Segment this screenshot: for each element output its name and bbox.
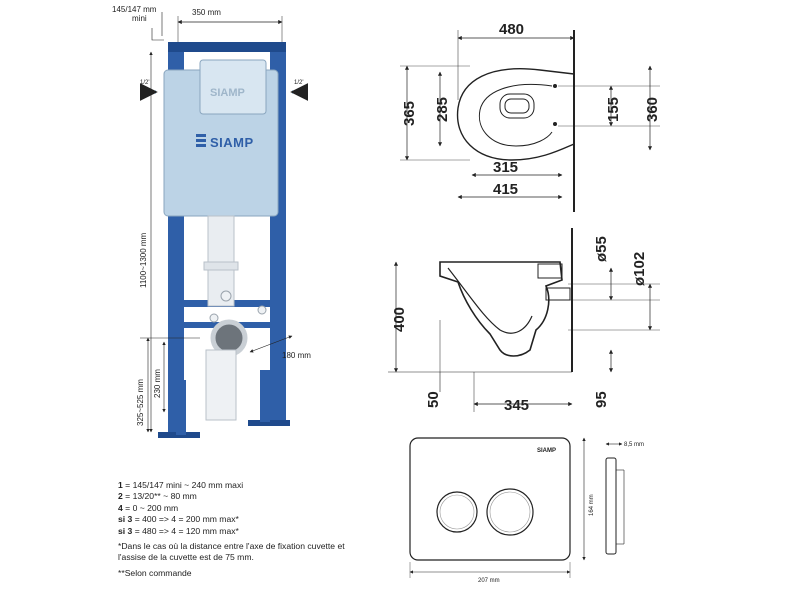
plate-height-label: 164 mm [589,494,595,516]
inlet-right-arrow: 1/2' [290,80,309,101]
dim-width-label: 350 mm [192,8,221,17]
bowl-outline-top [456,68,575,161]
drain-outlet [210,319,248,357]
plate-brand-label: SIAMP [537,448,556,454]
legend-line-4: si 3 = 400 => 4 = 200 mm max* [118,514,239,525]
dim-315: 315 [493,159,518,176]
dim-height-label: 1100~1300 mm [139,232,148,288]
dim-230-label: 230 mm [153,369,162,398]
dim-415: 415 [493,181,518,198]
dim-mini-word: mini [132,14,147,23]
frame-brand-label: SIAMP [210,135,254,150]
bowl-side-view: 400 ø55 ø102 50 345 95 [388,228,660,414]
dim-mini-label: 145/147 mm [112,5,157,14]
dim-480: 480 [499,21,524,38]
flush-button-large [486,488,534,536]
legend-line-5: si 3 = 480 => 4 = 120 mm max* [118,525,239,536]
legend-line-1: 1 = 145/147 mini ~ 240 mm maxi [118,480,244,490]
frame-right-foot [248,420,290,426]
svg-text:1/2': 1/2' [294,80,304,86]
bowl-top-view: 480 365 285 155 360 315 415 [400,21,661,212]
frame-top-bar [168,42,286,52]
svg-text:1/2': 1/2' [140,80,150,86]
dim-95: 95 [593,391,610,408]
bowl-outline-side [439,261,563,357]
dim-155: 155 [605,97,622,122]
flush-plate-front: SIAMP 207 mm 164 mm [409,437,595,584]
siamp-logo: SIAMP [196,134,254,150]
dim-180-label: 180 mm [282,351,311,360]
dim-lower-label: 325~525 mm [136,379,145,426]
plate-depth-label: 8,5 mm [624,442,644,448]
flush-button-small [436,491,478,533]
dim-360: 360 [644,97,661,122]
inlet-left-arrow: 1/2' [139,80,158,101]
flush-plate-side: 8,5 mm [605,442,644,555]
drain-pipe [207,215,235,307]
plate-width-label: 207 mm [478,578,500,584]
legend-footnote: **Selon commande [118,567,192,578]
flush-rim-outline [499,93,535,119]
dim-400: 400 [391,307,408,332]
dim-d102: ø102 [631,252,648,286]
legend: 1 = 145/147 mini ~ 240 mm maxi 2 = 13/20… [118,480,348,579]
frame-illustration: SIAMP SIAMP 1/2' 1/2' 350 mm [112,5,311,438]
dim-d55: ø55 [593,236,610,262]
dim-285: 285 [434,97,451,122]
dim-365: 365 [401,101,418,126]
dim-50: 50 [425,391,442,408]
legend-note: *Dans le cas où la distance entre l'axe … [118,541,345,563]
dim-345: 345 [504,397,529,414]
tank-brand-emboss: SIAMP [210,87,245,99]
legend-line-2: 2 = 13/20** ~ 80 mm [118,491,197,502]
legend-line-3: 4 = 0 ~ 200 mm [118,502,179,513]
